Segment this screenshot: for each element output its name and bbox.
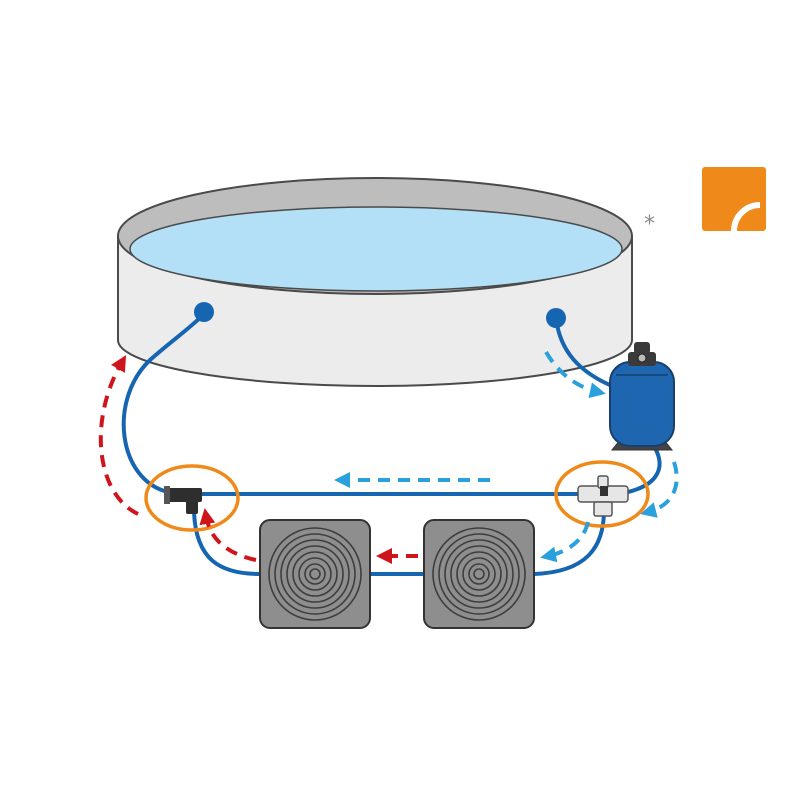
pipe-collector-1-to-tee (192, 510, 262, 576)
pool-inlet-port (194, 302, 214, 322)
brand-logo-icon (702, 167, 766, 232)
flow-arrow-filter-to-valve (640, 461, 679, 518)
flow-arrow-tee-to-pool (98, 355, 139, 516)
footnote-asterisk: * (644, 212, 655, 237)
three-way-valve-icon (577, 475, 629, 517)
pool-water (129, 206, 623, 292)
highlight-three-way-valve (554, 460, 650, 528)
warm-flow-arrows (98, 355, 418, 564)
cold-flow-arrows (334, 350, 679, 563)
pool-icon (117, 177, 633, 387)
flow-arrow-valve-to-collector (540, 521, 590, 563)
solar-collector-icon (423, 519, 535, 629)
pipe-valve-to-collector-2 (532, 508, 606, 576)
pool-outlet-port (546, 308, 566, 328)
highlight-tee-connector (144, 464, 240, 532)
pipe-tee-to-pool (121, 312, 206, 494)
solar-collector-icon (259, 519, 371, 629)
sand-filter-tank-icon (609, 342, 675, 451)
flow-arrow-pool-to-filter (544, 350, 606, 399)
t-connector-icon (164, 486, 202, 514)
pipe-filter-to-valve (626, 448, 662, 494)
flow-arrow-collector-to-tee (199, 508, 257, 562)
